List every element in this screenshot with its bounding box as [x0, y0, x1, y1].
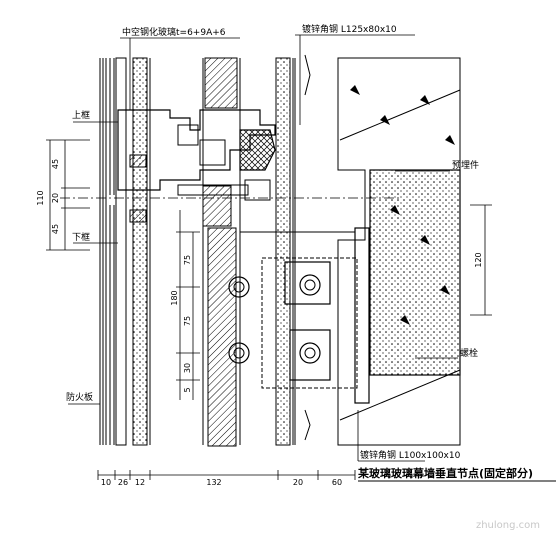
dim-mid-75a: 75: [183, 255, 192, 265]
label-lower-frame: 下框: [72, 231, 90, 243]
dim-mid-180: 180: [170, 290, 179, 305]
insulation-column: [202, 57, 241, 447]
steel-mullion: [275, 54, 311, 446]
bottom-dimension-chain: [97, 470, 356, 480]
label-fire-board: 防火板: [66, 391, 93, 403]
dim-bottom-10: 10: [101, 478, 111, 487]
drawing-title: 某玻璃玻璃幕墙垂直节点(固定部分): [357, 466, 533, 480]
dim-right-120: 120: [474, 252, 483, 267]
right-dimension: [470, 204, 492, 316]
label-embedded-part: 预埋件: [452, 159, 479, 171]
embedded-plates: [240, 227, 370, 404]
watermark: zhulong.com: [476, 520, 540, 531]
dim-left-20: 20: [51, 193, 60, 203]
bolts: [228, 274, 321, 364]
dim-bottom-26: 26: [118, 478, 128, 487]
dim-mid-30: 30: [183, 363, 192, 373]
mid-dimension-chain: [176, 210, 200, 400]
dim-bottom-132: 132: [206, 478, 221, 487]
dim-mid-5: 5: [183, 387, 192, 392]
dim-left-110: 110: [36, 190, 45, 205]
dim-bottom-20: 20: [293, 478, 303, 487]
leader-lines: [68, 34, 458, 462]
label-bolt: 螺栓: [460, 347, 478, 359]
left-dimension-chain: [46, 139, 90, 251]
dim-left-45a: 45: [51, 159, 60, 169]
label-insulated-glass: 中空钢化玻璃t=6+9A+6: [122, 26, 226, 38]
dim-mid-75b: 75: [183, 316, 192, 326]
upper-frame-profile: [117, 109, 276, 227]
concrete-slab: [337, 57, 461, 446]
dim-left-45b: 45: [51, 224, 60, 234]
dim-bottom-12: 12: [135, 478, 145, 487]
label-angle-steel-bottom: 镀锌角钢 L100x100x10: [360, 449, 461, 461]
dim-bottom-60: 60: [332, 478, 342, 487]
label-upper-frame: 上框: [72, 109, 90, 121]
label-angle-steel-top: 镀锌角钢 L125x80x10: [302, 23, 397, 35]
glass-layers: [99, 57, 151, 446]
